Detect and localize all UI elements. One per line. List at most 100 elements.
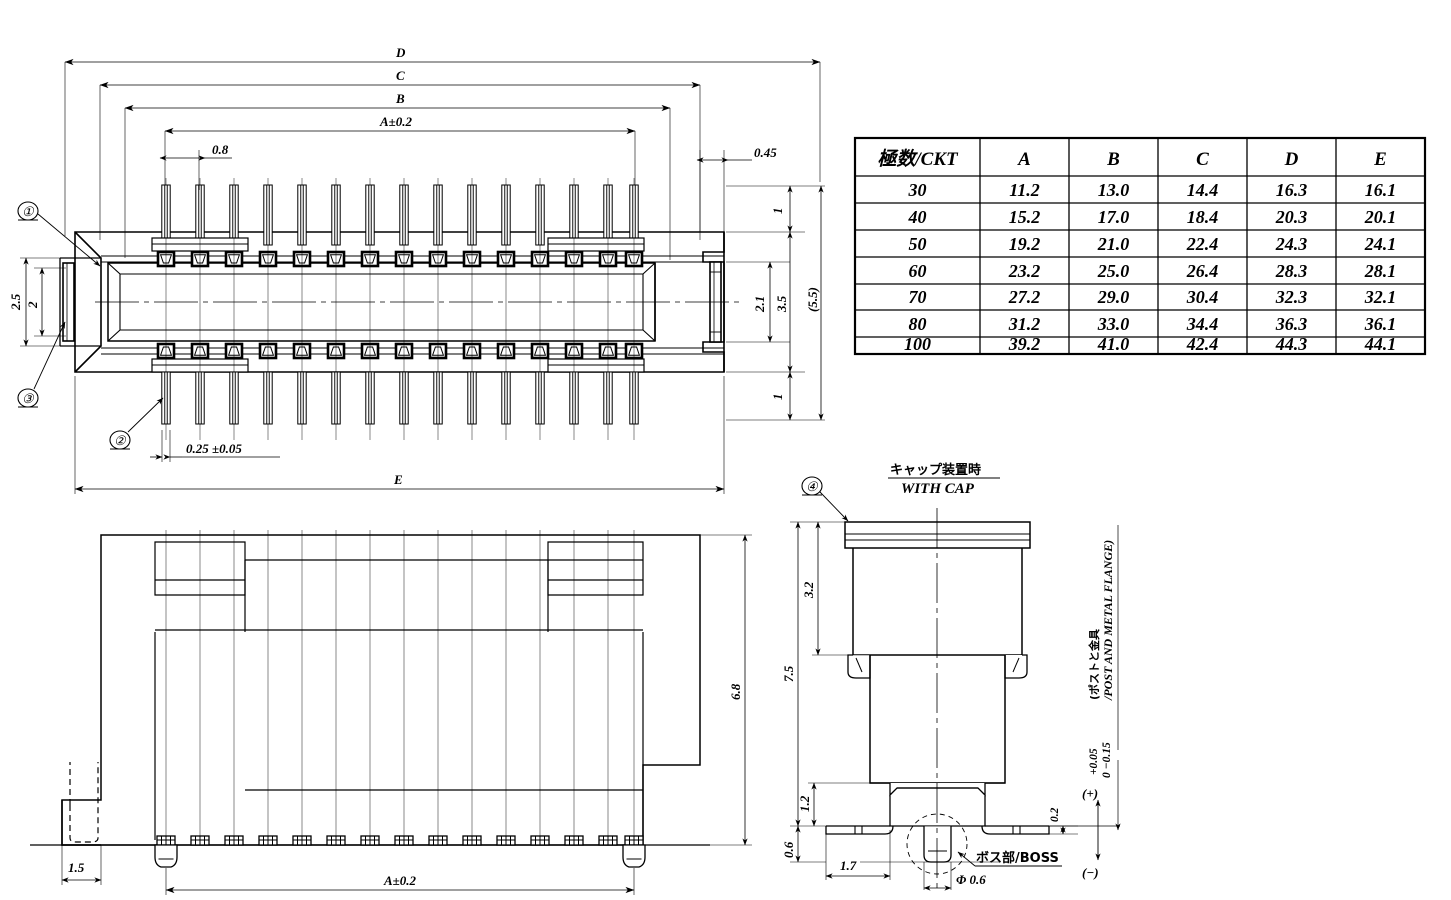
table-cell-r3-c5: 28.1	[1364, 261, 1397, 281]
table-cell-r3-c1: 23.2	[1008, 261, 1041, 281]
svg-text:③: ③	[22, 391, 35, 406]
top-view-upper-pins	[161, 184, 639, 246]
table-cell-r6-c4: 44.3	[1275, 334, 1308, 354]
note-en-label: /POST AND METAL FLANGE)	[1101, 540, 1115, 701]
dim-D-label: D	[395, 45, 406, 60]
table-cell-r3-c4: 28.3	[1275, 261, 1308, 281]
dim-3-2-label: 3.2	[801, 581, 816, 599]
balloon-3: ③	[17, 321, 66, 408]
dim-C-label: C	[396, 68, 405, 83]
cap-plate	[844, 521, 1031, 549]
top-view-lower-pins	[161, 371, 639, 425]
table-cell-r5-c5: 36.1	[1364, 314, 1397, 334]
table-cell-r2-c2: 21.0	[1097, 234, 1130, 254]
table-cell-r5-c3: 34.4	[1186, 314, 1219, 334]
bottom-view-contacts	[156, 835, 644, 846]
table-cell-r1-c0: 40	[908, 207, 927, 227]
table-cell-r0-c3: 14.4	[1187, 180, 1219, 200]
table-cell-r0-c0: 30	[908, 180, 927, 200]
table-cell-r6-c5: 44.1	[1364, 334, 1397, 354]
dim-1-2-label: 1.2	[797, 795, 812, 812]
table-cell-r1-c2: 17.0	[1098, 207, 1130, 227]
table-header-c: C	[1196, 149, 1209, 170]
dim-pitch-label: 0.8	[212, 142, 229, 157]
table-cell-r0-c4: 16.3	[1276, 180, 1308, 200]
tol-lower-label: 0 −0.15	[1101, 742, 1113, 778]
dim-right-offset-label: 0.45	[754, 145, 777, 160]
table-cell-r4-c5: 32.1	[1364, 287, 1397, 307]
balloon-2: ②	[109, 397, 164, 450]
cap-title-en: WITH CAP	[901, 481, 975, 497]
sign-plus-label: (+)	[1082, 786, 1098, 801]
dim-1-7-label: 1.7	[840, 858, 857, 873]
bottom-view-boss-right	[622, 844, 646, 868]
table-cell-r2-c1: 19.2	[1009, 234, 1041, 254]
bottom-view-dimensions: 1.5 A±0.2 6.8	[61, 534, 752, 895]
table-cell-r5-c2: 33.0	[1097, 314, 1130, 334]
svg-text:①: ①	[22, 204, 35, 219]
top-view-dimensions: D C B A±0.2 0.8 0.45 1 1	[8, 45, 825, 494]
cap-body	[869, 655, 1006, 784]
cap-title-jp: キャップ装置時	[890, 462, 981, 478]
table-cell-r4-c1: 27.2	[1008, 287, 1041, 307]
table-cell-r6-c0: 100	[904, 334, 931, 354]
cap-view-dimensions: 3.2 7.5 1.2 0.6 1.7 Φ 0.6 0.2 (+) (−) +0…	[781, 462, 1121, 891]
table-cell-r0-c1: 11.2	[1009, 180, 1040, 200]
table-cell-r5-c4: 36.3	[1275, 314, 1308, 334]
bottom-view-outline	[61, 534, 701, 846]
table-cell-r0-c5: 16.1	[1365, 180, 1397, 200]
table-cell-r1-c1: 15.2	[1009, 207, 1041, 227]
table-cell-r4-c2: 29.0	[1097, 287, 1130, 307]
table-cell-r2-c5: 24.1	[1364, 234, 1397, 254]
top-view-lower-contacts	[156, 342, 644, 360]
top-view	[59, 178, 740, 440]
dim-bottom-A-label: A±0.2	[383, 873, 417, 888]
table-cell-r2-c4: 24.3	[1275, 234, 1308, 254]
top-view-center-lines	[165, 178, 635, 440]
table-header-ckt: 極数/CKT	[877, 148, 959, 170]
dim-2-5-label: 2.5	[8, 293, 23, 311]
spec-table-text: 極数/CKT A B C D E 30 11.2 13.0 14.4 16.3 16.1 40 15.2 1…	[877, 148, 1396, 354]
dim-upper-1-label: 1	[770, 208, 785, 215]
table-cell-r3-c3: 26.4	[1186, 261, 1219, 281]
dim-lower-1-label: 1	[770, 394, 785, 401]
table-cell-r2-c3: 22.4	[1186, 234, 1219, 254]
tol-upper-label: +0.05	[1088, 748, 1100, 775]
dim-B-label: B	[395, 91, 405, 106]
table-cell-r1-c3: 18.4	[1187, 207, 1219, 227]
table-cell-r5-c0: 80	[909, 314, 927, 334]
table-cell-r3-c0: 60	[909, 261, 927, 281]
dim-0-6-label: 0.6	[781, 841, 796, 858]
table-header-e: E	[1373, 149, 1387, 170]
dim-5-5-label: (5.5)	[805, 287, 820, 312]
cap-skirt	[847, 548, 1028, 679]
dim-2-1-label: 2.1	[752, 296, 767, 313]
top-view-contact-rails	[101, 255, 724, 355]
table-cell-r1-c5: 20.1	[1364, 207, 1397, 227]
dim-0-2-label: 0.2	[1049, 807, 1061, 822]
spec-table	[853, 136, 1427, 356]
table-header-b: B	[1106, 149, 1120, 170]
note-jp-label: (ポストと金具	[1087, 629, 1101, 700]
table-cell-r6-c1: 39.2	[1008, 334, 1041, 354]
table-cell-r3-c2: 25.0	[1097, 261, 1130, 281]
bottom-view	[30, 530, 710, 868]
dim-3-5-label: 3.5	[774, 295, 789, 313]
dim-1-5-label: 1.5	[68, 860, 85, 875]
table-header-d: D	[1284, 149, 1299, 170]
dim-2-label: 2	[25, 301, 40, 309]
table-cell-r4-c4: 32.3	[1275, 287, 1308, 307]
table-cell-r0-c2: 13.0	[1098, 180, 1130, 200]
dim-E-label: E	[393, 472, 403, 487]
dim-pin-width-label: 0.25 ±0.05	[186, 441, 242, 456]
sign-minus-label: (−)	[1082, 865, 1099, 880]
table-header-a: A	[1017, 149, 1031, 170]
svg-text:②: ②	[114, 433, 127, 448]
table-cell-r4-c0: 70	[909, 287, 927, 307]
table-cell-r5-c1: 31.2	[1008, 314, 1041, 334]
dim-dia-0-6-label: Φ 0.6	[956, 872, 986, 887]
dim-A-label: A±0.2	[379, 114, 413, 129]
top-view-upper-plates	[151, 237, 645, 252]
